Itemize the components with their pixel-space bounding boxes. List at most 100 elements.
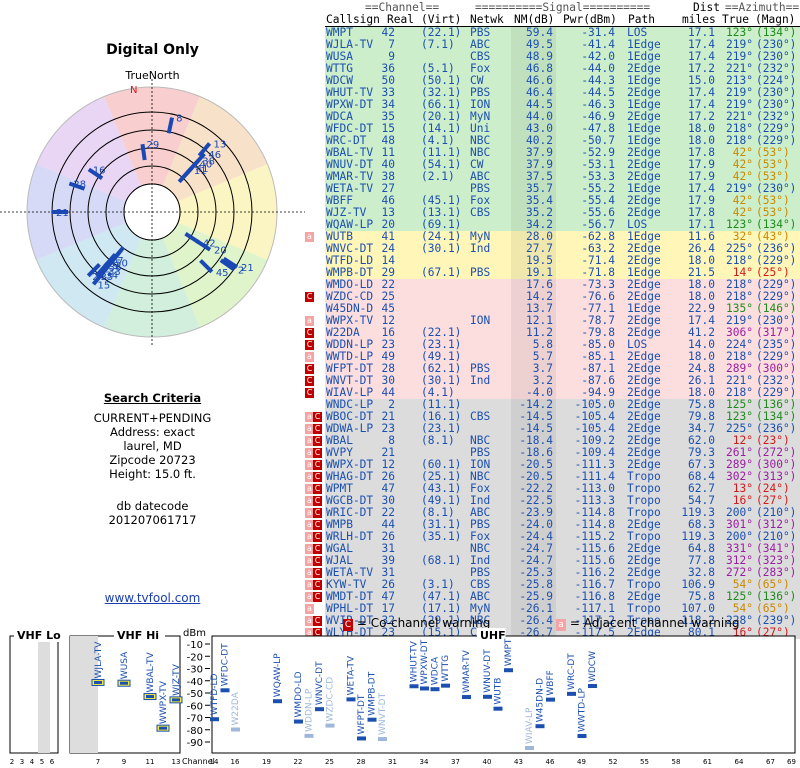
callsign-cell: WETA-TV <box>326 182 374 195</box>
co-channel-warning-icon: C <box>313 412 322 422</box>
adjacent-warning-icon: a <box>305 460 314 470</box>
real-channel-cell: 14 <box>381 254 395 267</box>
azimuth-true-cell: 125° <box>726 590 753 603</box>
path-cell: 2Edge <box>627 554 661 567</box>
legend-adjacent-channel: a = Adjacent channel warning <box>556 616 739 631</box>
azimuth-true-cell: 331° <box>726 542 753 555</box>
callsign-cell: WBFF <box>326 194 353 207</box>
distance-cell: 64.8 <box>688 542 715 555</box>
path-cell: 2Edge <box>627 110 661 123</box>
co-channel-warning-icon: C <box>305 292 314 302</box>
power-cell: -113.3 <box>574 494 615 507</box>
channel-tick-label: 49 <box>577 758 586 766</box>
distance-cell: 21.5 <box>688 266 715 279</box>
co-channel-warning-icon: C <box>343 619 353 631</box>
power-cell: -46.3 <box>581 98 615 111</box>
virtual-channel-cell: (68.1) <box>421 554 462 567</box>
nm-cell: -20.5 <box>519 470 553 483</box>
tvfool-link[interactable]: www.tvfool.com <box>104 591 201 605</box>
azimuth-true-cell: 221° <box>726 110 753 123</box>
distance-cell: 17.4 <box>688 182 715 195</box>
azimuth-true-cell: 261° <box>726 446 753 459</box>
callsign-cell: WZDC-CD <box>326 290 374 303</box>
station-level-bar <box>420 686 429 691</box>
azimuth-true-cell: 219° <box>726 86 753 99</box>
nm-cell: 19.1 <box>526 266 553 279</box>
station-level-bar <box>346 697 356 702</box>
azimuth-true-cell: 218° <box>726 122 753 135</box>
station-callsign-label: WNVC-DT <box>315 661 325 705</box>
station-level-mark <box>120 681 128 685</box>
network-cell: ION <box>470 314 491 327</box>
col-pwr: Pwr(dBm) <box>563 13 617 26</box>
nm-column-shade <box>511 75 556 87</box>
distance-cell: 17.1 <box>688 26 715 39</box>
callsign-cell: WFPT-DT <box>326 362 374 375</box>
path-cell: 2Edge <box>627 194 661 207</box>
virtual-channel-cell: (43.1) <box>421 482 462 495</box>
callsign-cell: WTFD-LD <box>326 254 374 267</box>
station-direction-bar <box>87 167 104 180</box>
distance-cell: 14.0 <box>688 338 715 351</box>
adjacent-warning-icon: a <box>305 556 314 566</box>
azimuth-magnetic-cell: (232°) <box>756 374 797 387</box>
station-callsign-label: WRC-DT <box>567 653 577 690</box>
nm-column-shade <box>511 267 556 279</box>
azimuth-true-cell: 289° <box>726 362 753 375</box>
power-cell: -87.1 <box>581 362 615 375</box>
nm-column-shade <box>511 243 556 255</box>
azimuth-true-cell: 42° <box>732 194 753 207</box>
virtual-channel-cell: (7.1) <box>421 38 455 51</box>
callsign-cell: WMDT-DT <box>326 590 374 603</box>
